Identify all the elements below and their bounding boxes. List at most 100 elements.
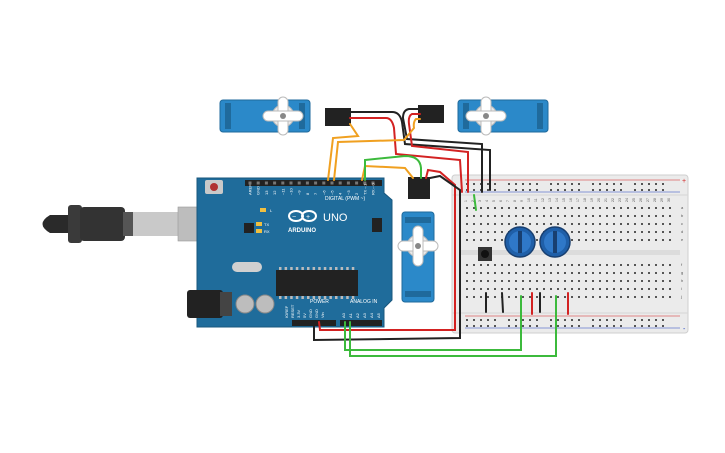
potentiometer-icon[interactable] bbox=[539, 226, 571, 258]
digital-pin-hole[interactable] bbox=[322, 181, 326, 185]
breadboard-hole[interactable] bbox=[480, 272, 482, 274]
breadboard-hole[interactable] bbox=[641, 296, 643, 298]
rail-hole[interactable] bbox=[634, 319, 636, 321]
breadboard-hole[interactable] bbox=[655, 272, 657, 274]
breadboard-hole[interactable] bbox=[669, 264, 671, 266]
breadboard-hole[interactable] bbox=[606, 223, 608, 225]
breadboard-hole[interactable] bbox=[473, 223, 475, 225]
breadboard-hole[interactable] bbox=[571, 207, 573, 209]
breadboard-hole[interactable] bbox=[634, 280, 636, 282]
digital-pin-hole[interactable] bbox=[330, 181, 334, 185]
breadboard-hole[interactable] bbox=[473, 280, 475, 282]
breadboard-hole[interactable] bbox=[494, 280, 496, 282]
rail-hole[interactable] bbox=[487, 325, 489, 327]
breadboard-hole[interactable] bbox=[466, 215, 468, 217]
breadboard-hole[interactable] bbox=[557, 272, 559, 274]
breadboard-hole[interactable] bbox=[606, 296, 608, 298]
rail-hole[interactable] bbox=[655, 319, 657, 321]
breadboard-hole[interactable] bbox=[669, 288, 671, 290]
breadboard-hole[interactable] bbox=[564, 215, 566, 217]
breadboard-hole[interactable] bbox=[494, 207, 496, 209]
rail-hole[interactable] bbox=[571, 183, 573, 185]
breadboard-hole[interactable] bbox=[585, 207, 587, 209]
servo-motor-icon[interactable] bbox=[418, 96, 549, 136]
breadboard-hole[interactable] bbox=[473, 239, 475, 241]
breadboard-hole[interactable] bbox=[536, 288, 538, 290]
rail-hole[interactable] bbox=[557, 189, 559, 191]
pushbutton-icon[interactable] bbox=[478, 247, 492, 261]
breadboard-hole[interactable] bbox=[557, 215, 559, 217]
breadboard-hole[interactable] bbox=[536, 215, 538, 217]
breadboard-hole[interactable] bbox=[522, 223, 524, 225]
breadboard-hole[interactable] bbox=[585, 272, 587, 274]
breadboard-hole[interactable] bbox=[571, 231, 573, 233]
rail-hole[interactable] bbox=[557, 183, 559, 185]
breadboard-hole[interactable] bbox=[669, 296, 671, 298]
breadboard-hole[interactable] bbox=[585, 215, 587, 217]
breadboard-hole[interactable] bbox=[543, 272, 545, 274]
breadboard-hole[interactable] bbox=[634, 223, 636, 225]
breadboard-hole[interactable] bbox=[627, 223, 629, 225]
breadboard-hole[interactable] bbox=[578, 280, 580, 282]
breadboard-hole[interactable] bbox=[501, 239, 503, 241]
breadboard-hole[interactable] bbox=[473, 272, 475, 274]
breadboard-hole[interactable] bbox=[515, 215, 517, 217]
breadboard-hole[interactable] bbox=[627, 215, 629, 217]
rail-hole[interactable] bbox=[557, 325, 559, 327]
breadboard-hole[interactable] bbox=[473, 231, 475, 233]
rail-hole[interactable] bbox=[662, 183, 664, 185]
rail-hole[interactable] bbox=[634, 183, 636, 185]
breadboard-hole[interactable] bbox=[592, 239, 594, 241]
breadboard-hole[interactable] bbox=[599, 296, 601, 298]
rail-hole[interactable] bbox=[634, 189, 636, 191]
breadboard-hole[interactable] bbox=[466, 223, 468, 225]
breadboard-hole[interactable] bbox=[648, 239, 650, 241]
breadboard-hole[interactable] bbox=[543, 296, 545, 298]
breadboard-hole[interactable] bbox=[669, 272, 671, 274]
breadboard-hole[interactable] bbox=[571, 272, 573, 274]
breadboard-hole[interactable] bbox=[613, 272, 615, 274]
digital-pin-hole[interactable] bbox=[264, 181, 268, 185]
breadboard-hole[interactable] bbox=[585, 223, 587, 225]
breadboard-hole[interactable] bbox=[655, 288, 657, 290]
breadboard-hole[interactable] bbox=[641, 231, 643, 233]
breadboard-hole[interactable] bbox=[634, 239, 636, 241]
breadboard-hole[interactable] bbox=[550, 288, 552, 290]
rail-hole[interactable] bbox=[655, 183, 657, 185]
breadboard-hole[interactable] bbox=[641, 215, 643, 217]
breadboard-hole[interactable] bbox=[550, 223, 552, 225]
breadboard-hole[interactable] bbox=[620, 207, 622, 209]
breadboard-hole[interactable] bbox=[648, 215, 650, 217]
breadboard-hole[interactable] bbox=[473, 296, 475, 298]
rail-hole[interactable] bbox=[648, 319, 650, 321]
breadboard-hole[interactable] bbox=[466, 239, 468, 241]
rail-hole[interactable] bbox=[648, 183, 650, 185]
breadboard-hole[interactable] bbox=[662, 239, 664, 241]
rail-hole[interactable] bbox=[494, 183, 496, 185]
breadboard-hole[interactable] bbox=[571, 280, 573, 282]
breadboard-hole[interactable] bbox=[508, 264, 510, 266]
breadboard-hole[interactable] bbox=[564, 296, 566, 298]
breadboard-hole[interactable] bbox=[529, 215, 531, 217]
breadboard-hole[interactable] bbox=[662, 207, 664, 209]
breadboard-hole[interactable] bbox=[515, 296, 517, 298]
rail-hole[interactable] bbox=[592, 325, 594, 327]
breadboard-hole[interactable] bbox=[641, 239, 643, 241]
rail-hole[interactable] bbox=[592, 319, 594, 321]
breadboard-hole[interactable] bbox=[480, 296, 482, 298]
breadboard-hole[interactable] bbox=[536, 264, 538, 266]
digital-pin-hole[interactable] bbox=[256, 181, 260, 185]
breadboard-hole[interactable] bbox=[669, 223, 671, 225]
rail-hole[interactable] bbox=[613, 319, 615, 321]
rail-hole[interactable] bbox=[515, 325, 517, 327]
breadboard-hole[interactable] bbox=[564, 288, 566, 290]
breadboard-hole[interactable] bbox=[466, 280, 468, 282]
breadboard-hole[interactable] bbox=[662, 272, 664, 274]
digital-pin-hole[interactable] bbox=[346, 181, 350, 185]
breadboard-hole[interactable] bbox=[641, 288, 643, 290]
breadboard-hole[interactable] bbox=[501, 231, 503, 233]
breadboard-hole[interactable] bbox=[620, 223, 622, 225]
rail-hole[interactable] bbox=[620, 325, 622, 327]
breadboard-hole[interactable] bbox=[606, 239, 608, 241]
